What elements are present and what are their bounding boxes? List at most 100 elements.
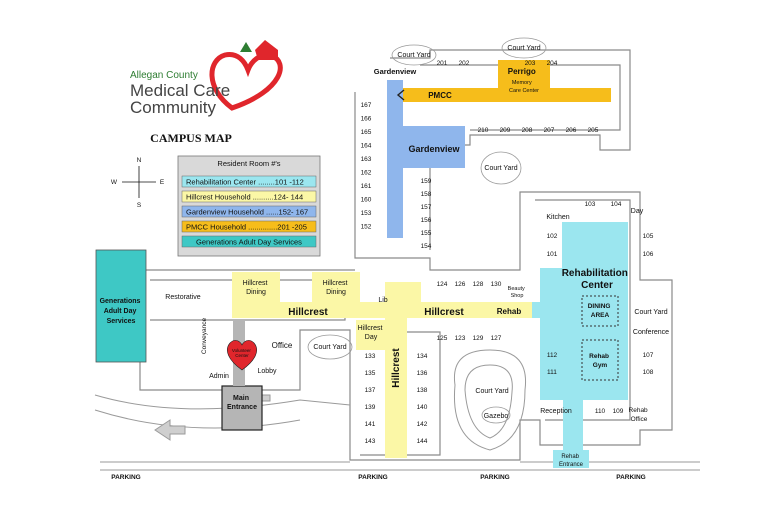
- legend-row: Generations Adult Day Services: [196, 238, 302, 247]
- admin-label: Admin: [209, 373, 229, 380]
- room-number: 210: [478, 127, 489, 134]
- svg-text:W: W: [111, 179, 118, 186]
- generations-area: [95, 249, 147, 363]
- room-number: 201: [437, 60, 448, 67]
- room-number: 142: [417, 421, 428, 428]
- hillcrest-dining-2: Hillcrest Dining: [323, 280, 350, 296]
- rehab-gym-label: Rehab Gym: [589, 353, 611, 369]
- room-number: 139: [365, 404, 376, 411]
- room-number: 205: [588, 127, 599, 134]
- legend: Resident Room #'s Rehabilitation Center …: [177, 155, 321, 257]
- rehab-center-label: Rehabilitation Center: [562, 263, 633, 291]
- legend-row: Rehabilitation Center ........101 -112: [186, 178, 304, 187]
- heart-icon: [227, 340, 257, 371]
- parking-3: PARKING: [480, 474, 510, 481]
- court-yard-1: Court Yard: [397, 52, 430, 59]
- room-number: 206: [566, 127, 577, 134]
- room-number: 103: [585, 201, 596, 208]
- room-number: 135: [365, 370, 376, 377]
- room-number: 143: [365, 438, 376, 445]
- hillcrest-vertical-label: Hillcrest: [391, 348, 402, 388]
- gardenview-top-label: Gardenview: [374, 67, 417, 76]
- room-number: 162: [361, 170, 372, 177]
- room-number: 127: [491, 335, 502, 342]
- volunteer-label: Volunteer Center: [232, 348, 252, 358]
- main-entrance: [221, 385, 263, 431]
- room-number: 202: [459, 60, 470, 67]
- tree-icon: [240, 42, 252, 52]
- room-number: 130: [491, 281, 502, 288]
- court-yard-2: Court Yard: [507, 45, 540, 52]
- room-number: 104: [611, 201, 622, 208]
- beauty-shop-label: Beauty Shop: [508, 286, 527, 299]
- room-number: 126: [455, 281, 466, 288]
- room-number: 133: [365, 353, 376, 360]
- room-number: 141: [365, 421, 376, 428]
- room-number: 153: [361, 210, 372, 217]
- legend-row: Gardenview Household ......152- 167: [186, 208, 308, 217]
- pmcc-label: PMCC: [428, 91, 452, 100]
- room-number: 209: [500, 127, 511, 134]
- room-number: 163: [361, 156, 372, 163]
- legend-swatch: [181, 175, 317, 188]
- room-number: 164: [361, 143, 372, 150]
- rehab-area: [532, 222, 628, 468]
- room-number: 167: [361, 102, 372, 109]
- generations-label: Generations Adult Day Services: [100, 298, 143, 325]
- rehab-hall-label: Rehab: [497, 307, 522, 316]
- brand-line3: Community: [130, 98, 216, 117]
- hillcrest-west-label: Hillcrest: [288, 307, 328, 318]
- room-number: 160: [361, 197, 372, 204]
- house-icon: [255, 40, 278, 60]
- room-number: 106: [643, 251, 654, 258]
- gardenview-area: [403, 126, 465, 168]
- room-number: 111: [547, 369, 557, 376]
- rehab-entrance-label: Rehab Entrance: [559, 454, 584, 468]
- room-number: 124: [437, 281, 448, 288]
- court-yard-5: Court Yard: [475, 388, 508, 395]
- room-number: 161: [361, 183, 372, 190]
- perrigo-area: [498, 60, 550, 98]
- lib-label: Lib: [378, 297, 387, 304]
- rehab-office-label: Rehab Office: [629, 407, 650, 423]
- room-number: 152: [361, 224, 372, 231]
- compass: N S W E: [111, 157, 165, 209]
- parking-2: PARKING: [358, 474, 388, 481]
- reception-label: Reception: [540, 408, 572, 415]
- brand-logo: Allegan County Medical Care Community: [130, 40, 283, 117]
- legend-row: PMCC Household ..............201 -205: [186, 223, 307, 232]
- roads: [94, 349, 700, 471]
- room-number: 156: [421, 217, 432, 224]
- gardenview-hall: [387, 80, 403, 238]
- svg-text:E: E: [160, 179, 165, 186]
- misc-labels: Court Yard Court Yard Court Yard Court Y…: [111, 45, 669, 481]
- room-number: 157: [421, 204, 432, 211]
- hillcrest-east-label: Hillcrest: [424, 307, 464, 318]
- conference-label: Conference: [633, 329, 669, 336]
- room-number: 159: [421, 178, 432, 185]
- kitchen-label: Kitchen: [546, 214, 569, 221]
- room-number: 207: [544, 127, 555, 134]
- room-number: 123: [455, 335, 466, 342]
- courtyards: [307, 37, 547, 424]
- lobby-label: Lobby: [257, 368, 277, 375]
- room-number: 109: [613, 408, 624, 415]
- conveyance-label: Conveyance: [201, 318, 208, 355]
- rehab-gym-box: [581, 339, 619, 381]
- room-number: 101: [547, 251, 558, 258]
- room-number: 128: [473, 281, 484, 288]
- room-number: 154: [421, 243, 432, 250]
- room-number: 144: [417, 438, 428, 445]
- gazebo-label: Gazebo: [484, 413, 509, 420]
- legend-swatch: [181, 205, 317, 218]
- room-number: 102: [547, 233, 558, 240]
- room-number: 137: [365, 387, 376, 394]
- brand-line1: Allegan County: [130, 70, 198, 81]
- heart-logo-icon: [209, 51, 283, 111]
- perrigo-label: Perrigo Memory Care Center: [508, 61, 540, 94]
- room-number: 208: [522, 127, 533, 134]
- court-yard-3: Court Yard: [484, 165, 517, 172]
- room-number: 155: [421, 230, 432, 237]
